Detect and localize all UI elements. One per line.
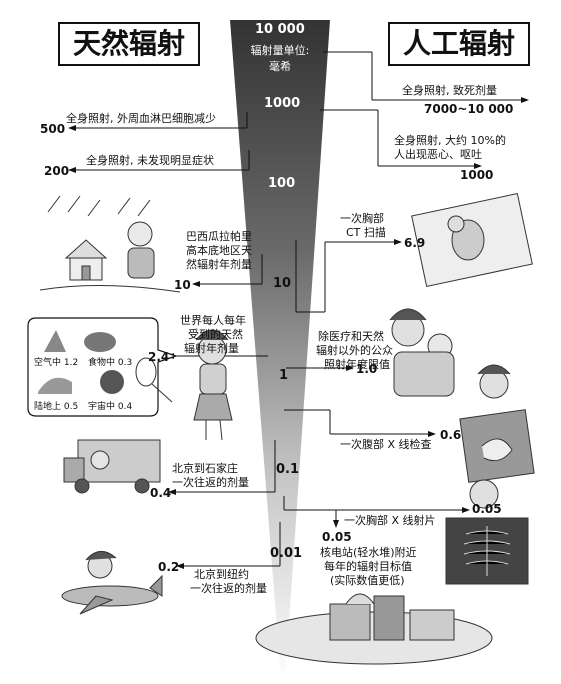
right-label-nuclear-line3: (实际数值更低) [330, 574, 405, 587]
right-label-ct-line2: CT 扫描 [346, 226, 386, 239]
source-cosmic-label: 宇宙中 0.4 [88, 400, 132, 414]
left-value-2.4: 2.4 [148, 350, 170, 364]
left-label-0.2-line1: 北京到纽约 [194, 568, 249, 581]
right-label-abdominal: 一次腹部 X 线检查 [340, 438, 432, 451]
right-value-abdominal: 0.6 [440, 428, 462, 442]
right-label-1000-line1: 全身照射, 大约 10%的 [394, 134, 506, 147]
left-value-10: 10 [174, 278, 191, 292]
right-label-public-line3: 照射年度限值 [324, 358, 390, 371]
right-value-public: 1.0 [356, 362, 378, 376]
right-connectors [283, 51, 525, 524]
abdominal-xray-illustration [459, 364, 535, 483]
right-value-ct: 6.9 [404, 236, 426, 250]
ct-scan-illustration [411, 192, 533, 288]
scale-tick-1: 1 [279, 368, 289, 383]
chest-xray-illustration [445, 479, 529, 585]
left-label-0.4-line1: 北京到石家庄 [172, 462, 238, 475]
brazil-house-illustration [39, 195, 181, 293]
right-label-nuclear-line1: 核电站(轻水堆)附近 [320, 546, 417, 559]
unit-label-line1: 辐射量单位: [250, 44, 310, 57]
left-value-200: 200 [44, 164, 70, 178]
right-label-public-line1: 除医疗和天然 [318, 330, 384, 343]
artificial-radiation-title: 人工辐射 [388, 22, 530, 66]
left-label-0.4-line2: 一次往返的剂量 [172, 476, 249, 489]
tennis-woman-illustration [135, 329, 233, 441]
source-food-value: 0.3 [117, 358, 133, 368]
left-value-0.4: 0.4 [150, 486, 172, 500]
radiation-scale-cone [230, 20, 330, 682]
source-cosmic-name: 宇宙中 [88, 402, 116, 412]
source-food-name: 食物中 [88, 358, 116, 368]
right-arrowheads [333, 97, 529, 528]
left-label-200: 全身照射, 未发现明显症状 [86, 154, 214, 167]
left-connectors [72, 112, 281, 567]
scale-tick-100: 100 [268, 176, 296, 191]
left-label-2.4-line1: 世界每人每年 [180, 314, 246, 327]
source-land-label: 陆地上 0.5 [34, 400, 78, 414]
left-label-10-line2: 高本底地区天 [186, 244, 252, 257]
unit-label-line2: 毫希 [269, 60, 291, 73]
right-value-1000: 1000 [460, 168, 494, 182]
right-value-chest: 0.05 [472, 502, 502, 516]
right-label-chest: 一次胸部 X 线射片 [344, 514, 436, 527]
source-cosmic-value: 0.4 [117, 402, 133, 412]
right-label-ct-line1: 一次胸部 [340, 212, 384, 225]
right-label-1000-line2: 人出现恶心、呕吐 [394, 148, 482, 161]
natural-radiation-title: 天然辐射 [58, 22, 200, 66]
right-value-lethal: 7000~10 000 [424, 102, 514, 116]
left-label-2.4-line3: 辐射年剂量 [184, 342, 239, 355]
airplane-illustration [61, 551, 163, 615]
left-label-500: 全身照射, 外周血淋巴细胞减少 [66, 112, 216, 125]
right-value-nuclear: 0.05 [322, 530, 352, 544]
source-air-label: 空气中 1.2 [34, 356, 78, 370]
scale-tick-0.01: 0.01 [270, 546, 303, 561]
source-air-value: 1.2 [63, 358, 79, 368]
left-label-10-line1: 巴西瓜拉帕里 [186, 230, 252, 243]
scale-tick-10: 10 [273, 276, 292, 291]
right-label-nuclear-line2: 每年的辐射目标值 [324, 560, 412, 573]
left-label-2.4-line2: 受到的天然 [188, 328, 243, 341]
scale-tick-0.1: 0.1 [276, 462, 300, 477]
source-land-name: 陆地上 [34, 402, 62, 412]
natural-sources-bubble [27, 317, 178, 417]
left-label-10-line3: 然辐射年剂量 [186, 258, 252, 271]
left-value-500: 500 [40, 122, 66, 136]
source-food-label: 食物中 0.3 [88, 356, 132, 370]
left-value-0.2: 0.2 [158, 560, 180, 574]
truck-illustration [63, 439, 161, 494]
source-air-name: 空气中 [34, 358, 62, 368]
scale-tick-1000: 1000 [264, 96, 301, 111]
right-label-lethal: 全身照射, 致死剂量 [402, 84, 497, 97]
left-label-0.2-line2: 一次往返的剂量 [190, 582, 267, 595]
source-land-value: 0.5 [63, 402, 79, 412]
nuclear-plant-illustration [255, 593, 493, 665]
mother-child-illustration [389, 308, 455, 397]
right-label-public-line2: 辐射以外的公众 [316, 344, 393, 357]
scale-tick-10000: 10 000 [255, 22, 305, 37]
